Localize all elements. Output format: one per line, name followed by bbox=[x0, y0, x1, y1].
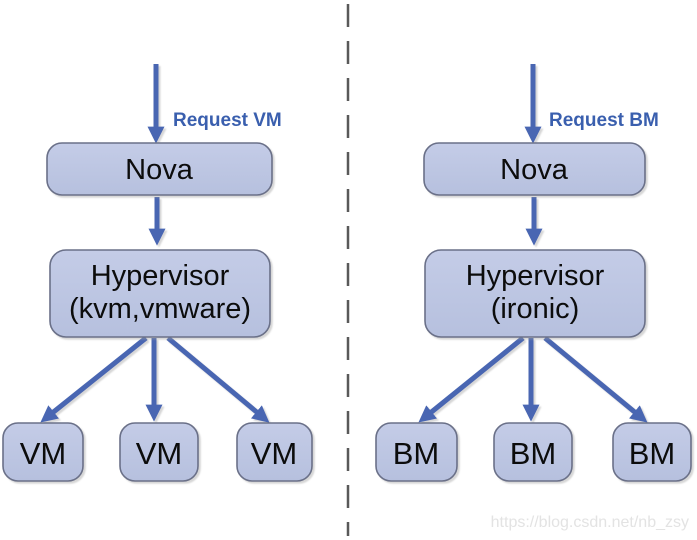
vm-nodes bbox=[2, 422, 313, 482]
nova-label-right: Nova bbox=[500, 154, 569, 186]
hypervisor-to-bm3-arrow-icon bbox=[543, 336, 648, 423]
vm-box-3 bbox=[236, 422, 313, 482]
nova-box-right bbox=[423, 142, 646, 196]
nova-label-left: Nova bbox=[125, 154, 194, 186]
bm-label-2: BM bbox=[510, 436, 557, 471]
right-arrows bbox=[418, 64, 648, 423]
vm-label-2: VM bbox=[136, 436, 183, 471]
nova-node-right bbox=[423, 142, 646, 196]
bm-box-1 bbox=[375, 422, 458, 482]
hypervisor-label-right-line2: (ironic) bbox=[491, 293, 580, 325]
bm-label-1: BM bbox=[393, 436, 440, 471]
request-vm-label: Request VM bbox=[173, 110, 282, 131]
bm-nodes bbox=[375, 422, 692, 482]
bm-box-3 bbox=[612, 422, 692, 482]
bm-box-2 bbox=[493, 422, 573, 482]
left-arrows bbox=[40, 64, 270, 423]
hypervisor-node-right bbox=[424, 249, 646, 338]
left-panel: Request VM Nova Hypervisor (kvm,vmware) … bbox=[2, 64, 313, 482]
bm-label-3: BM bbox=[629, 436, 676, 471]
request-bm-label: Request BM bbox=[549, 110, 659, 131]
nova-box-left bbox=[46, 142, 273, 196]
hypervisor-to-vm3-arrow-icon bbox=[166, 336, 270, 423]
hypervisor-to-bm1-arrow-icon bbox=[418, 336, 525, 423]
hypervisor-label-right-line1: Hypervisor bbox=[466, 260, 605, 292]
vm-box-1 bbox=[2, 422, 84, 482]
vm-label-1: VM bbox=[20, 436, 67, 471]
hypervisor-box-left bbox=[49, 249, 271, 338]
hypervisor-node-left bbox=[49, 249, 271, 338]
vm-box-2 bbox=[119, 422, 199, 482]
right-panel: Request BM Nova Hypervisor (ironic) BM B… bbox=[375, 64, 692, 482]
hypervisor-label-left-line1: Hypervisor bbox=[91, 260, 230, 292]
nova-node-left bbox=[46, 142, 273, 196]
hypervisor-to-vm1-arrow-icon bbox=[40, 336, 148, 423]
vm-label-3: VM bbox=[251, 436, 298, 471]
hypervisor-box-right bbox=[424, 249, 646, 338]
watermark-text: https://blog.csdn.net/nb_zsy bbox=[491, 514, 689, 531]
hypervisor-label-left-line2: (kvm,vmware) bbox=[69, 293, 251, 325]
